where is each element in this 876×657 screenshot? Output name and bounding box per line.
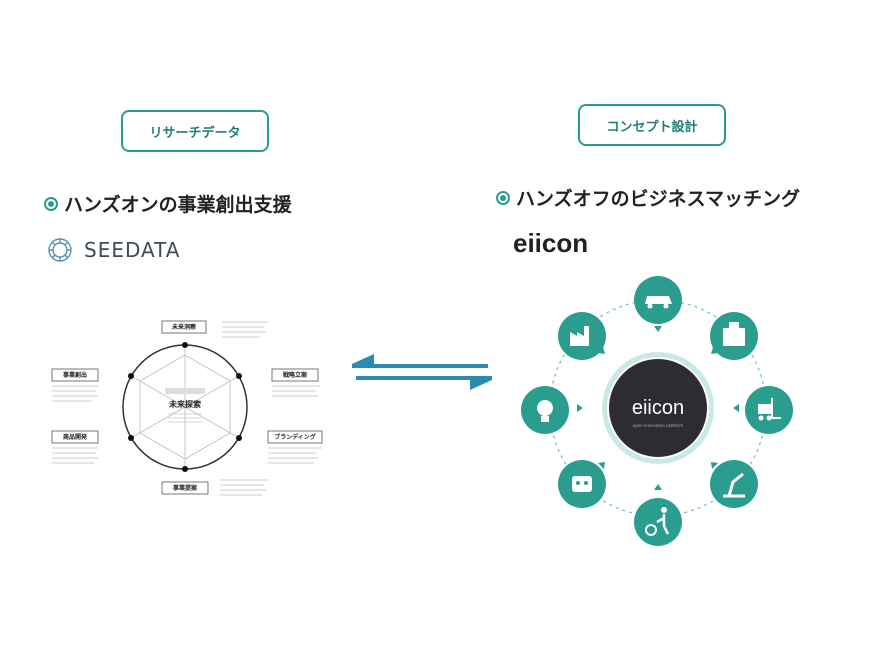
research-diagram: 未来探索 未来洞察 戦略立案 ブランディング 事業提案 商品開発 事業創出 (51, 320, 323, 496)
caregiver-icon (634, 498, 682, 546)
robot-icon (558, 460, 606, 508)
diagram-node-label: 事業提案 (173, 484, 198, 492)
car-icon (634, 276, 682, 324)
center-subtitle: open innovation platform (633, 423, 684, 428)
seedata-logo-text: SEEDATA (84, 238, 181, 262)
matching-diagram: eiicon open innovation platform (521, 276, 793, 546)
diagram-center-label: 未来探索 (168, 399, 201, 409)
diagram-node (128, 373, 134, 379)
diagram-node-label: ブランディング (274, 433, 316, 441)
forklift-icon (745, 386, 793, 434)
diagram-node (236, 373, 242, 379)
handsoff-heading-text: ハンズオフのビジネスマッチング (516, 188, 801, 210)
bullet-icon (44, 196, 58, 211)
diagram-node (236, 435, 242, 441)
bullet-icon (496, 190, 510, 205)
exchange-arrows-icon (352, 354, 492, 390)
diagram-node-label: 未来洞察 (172, 323, 197, 331)
diagram-node-label: 戦略立案 (283, 371, 308, 379)
robot-arm-icon (710, 460, 758, 508)
seedata-mark-icon (48, 238, 72, 262)
diagram-node-label: 事業創出 (63, 371, 87, 379)
handson-heading: ハンズオンの事業創出支援 (44, 190, 292, 217)
lightbulb-icon (521, 386, 569, 434)
factory-icon (558, 312, 606, 360)
handson-heading-text: ハンズオンの事業創出支援 (64, 194, 292, 216)
seedata-logo: SEEDATA (46, 236, 181, 264)
eiicon-logo: eiicon (513, 228, 588, 259)
building-icon (710, 312, 758, 360)
diagram-node (182, 342, 188, 348)
research-data-label: リサーチデータ (149, 125, 241, 141)
handsoff-heading: ハンズオフのビジネスマッチング (496, 184, 800, 211)
diagram-node-label: 商品開発 (63, 433, 88, 441)
diagram-node (128, 435, 134, 441)
eiicon-logo-text: eiicon (513, 228, 589, 258)
center-logo: eiicon (632, 397, 684, 419)
research-data-tag: リサーチデータ (121, 110, 269, 152)
concept-design-label: コンセプト設計 (606, 119, 698, 135)
concept-design-tag: コンセプト設計 (578, 104, 726, 146)
diagram-node (182, 466, 188, 472)
